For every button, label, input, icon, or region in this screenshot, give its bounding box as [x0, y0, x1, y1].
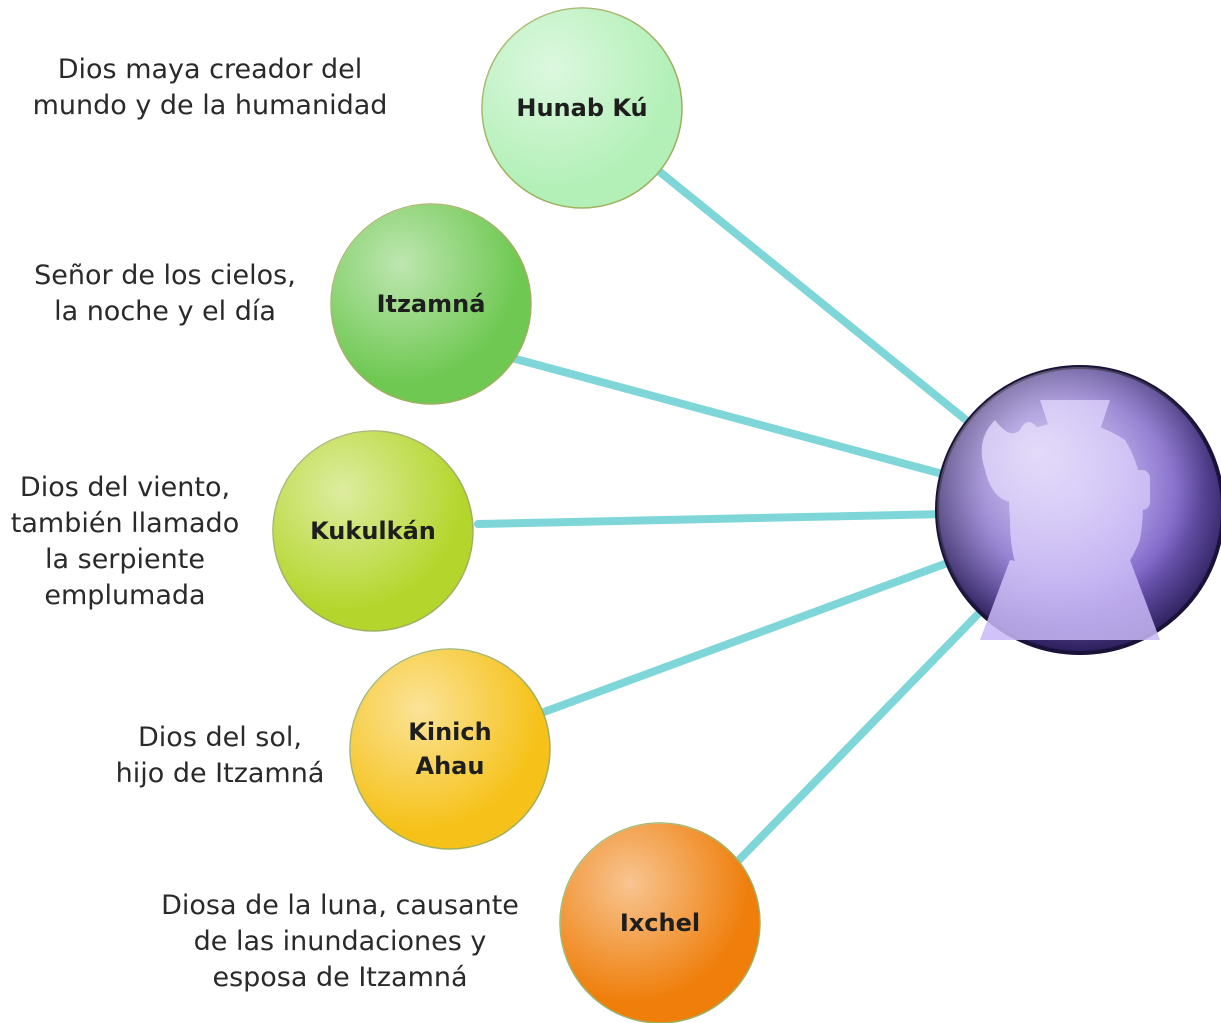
description-line: mundo y de la humanidad	[32, 90, 388, 121]
description-line: Dios del sol,	[138, 722, 302, 753]
node-label-kukulkan: Kukulkán	[310, 517, 436, 545]
circle-gloss	[350, 649, 550, 849]
node-label-itzamna: Itzamná	[377, 290, 486, 318]
description-line: Dios maya creador del	[57, 54, 363, 85]
center-deity-image	[935, 365, 1221, 655]
circle-gloss	[331, 204, 531, 404]
node-label-hunab-ku: Hunab Kú	[516, 94, 647, 122]
connectors	[474, 168, 988, 866]
description-line: de las inundaciones y	[193, 926, 487, 957]
connector-line	[474, 510, 950, 528]
node-label-line: Ahau	[416, 752, 485, 780]
node-hunab-ku: Hunab Kú	[481, 7, 683, 209]
circle-gloss	[560, 823, 760, 1023]
node-label-line: Itzamná	[377, 290, 486, 318]
node-ixchel: Ixchel	[559, 822, 761, 1023]
circle-gloss	[482, 8, 682, 208]
connector-line	[508, 354, 954, 480]
node-itzamna: Itzamná	[330, 203, 532, 405]
connector-line	[540, 558, 954, 716]
circle-gloss	[273, 431, 473, 631]
node-label-line: Kinich	[408, 718, 491, 746]
description-line: la serpiente	[45, 544, 205, 575]
description-line: Señor de los cielos,	[34, 260, 296, 291]
node-label-ixchel: Ixchel	[620, 909, 700, 937]
node-kukulkan: Kukulkán	[272, 430, 474, 632]
description-line: esposa de Itzamná	[212, 962, 468, 993]
description-line: la noche y el día	[54, 296, 276, 327]
description-line: emplumada	[44, 580, 206, 611]
description-line: también llamado	[10, 508, 240, 539]
connector-line	[733, 604, 988, 866]
description-ixchel: Diosa de la luna, causante de las inundac…	[140, 888, 540, 996]
node-label-line: Hunab Kú	[516, 94, 647, 122]
node-label-line: Ixchel	[620, 909, 700, 937]
description-line: hijo de Itzamná	[115, 758, 325, 789]
description-line: Diosa de la luna, causante	[161, 890, 519, 921]
description-kukulkan: Dios del viento, también llamado la serpie…	[0, 470, 250, 614]
description-kinich-ahau: Dios del sol, hijo de Itzamná	[90, 720, 350, 792]
node-label-line: Kukulkán	[310, 517, 436, 545]
description-line: Dios del viento,	[19, 472, 231, 503]
connector-line	[656, 168, 970, 424]
description-itzamna: Señor de los cielos, la noche y el día	[10, 258, 320, 330]
description-hunab-ku: Dios maya creador del mundo y de la human…	[20, 52, 400, 124]
